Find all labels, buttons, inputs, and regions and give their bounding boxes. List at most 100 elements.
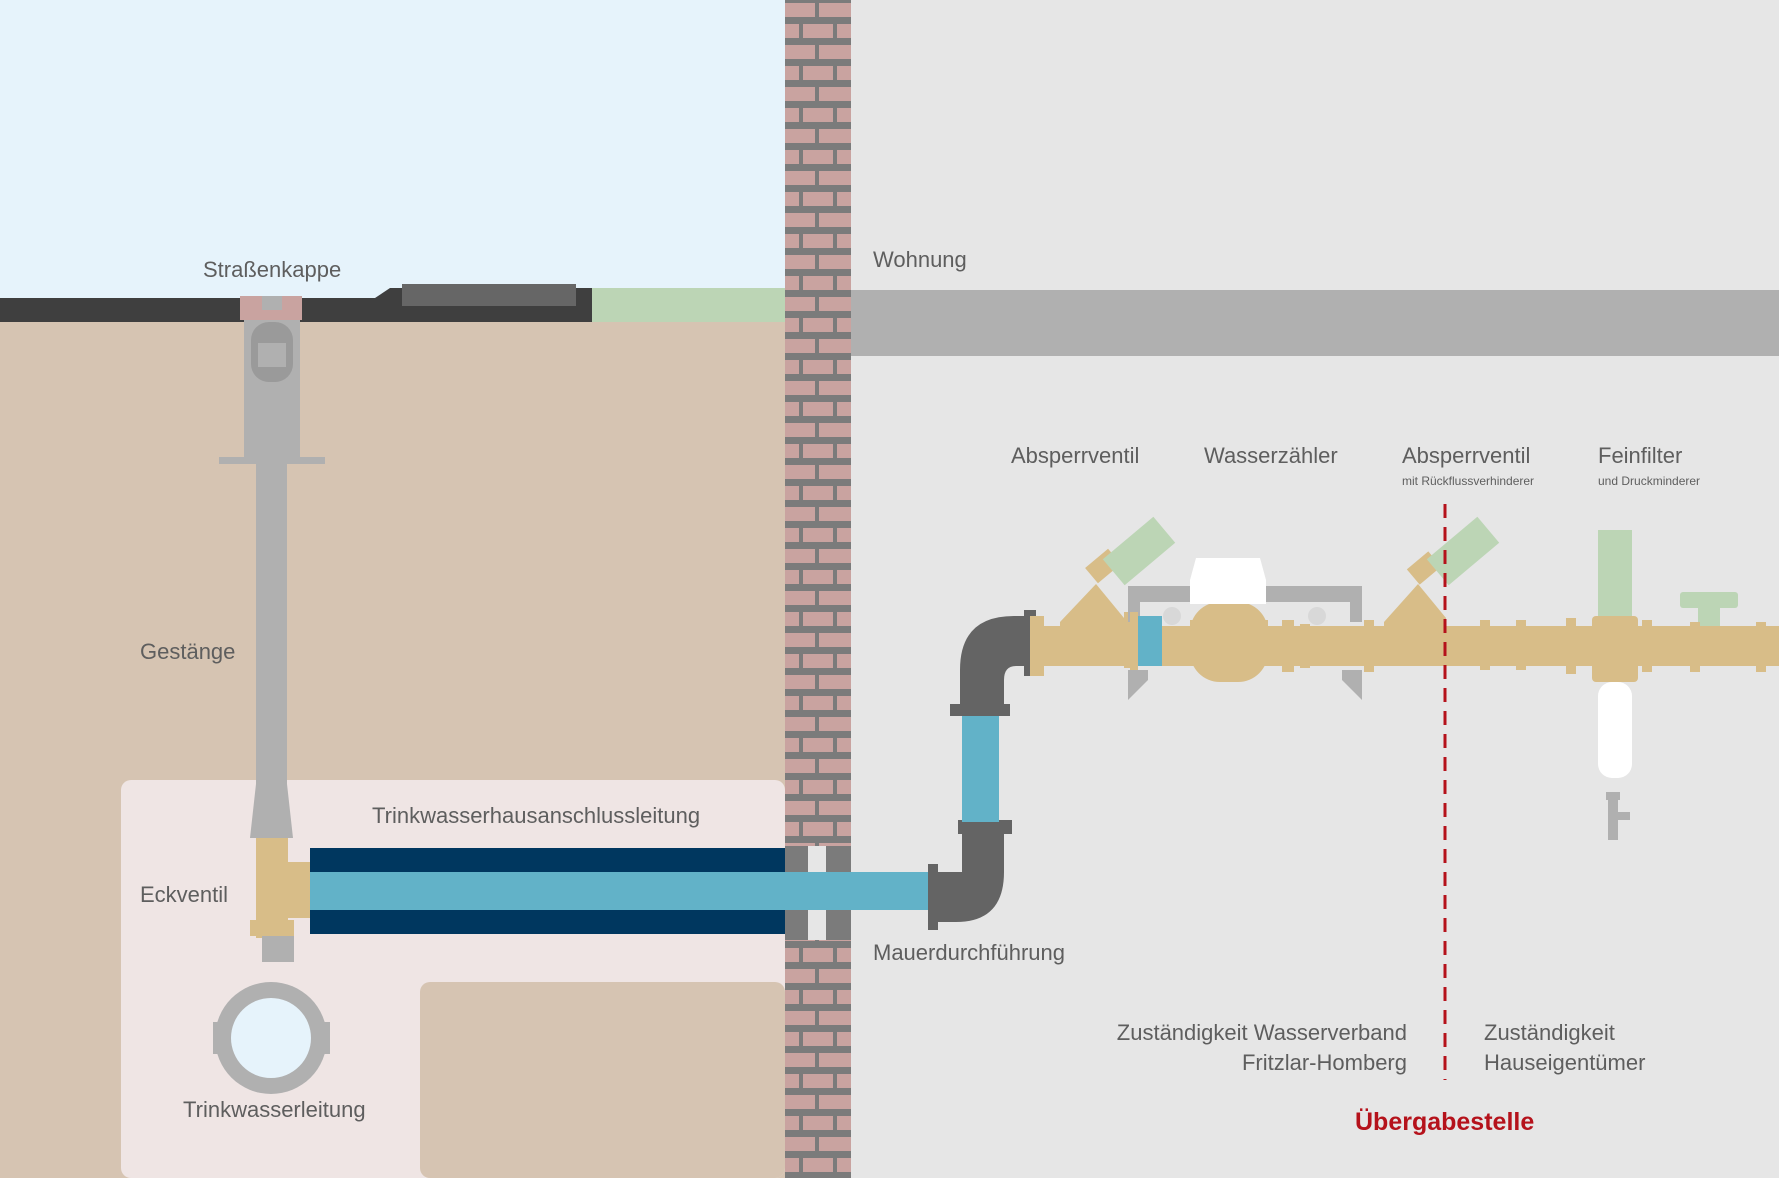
label-absperrventil-2: Absperrventil (1402, 443, 1531, 468)
brick (819, 1053, 851, 1067)
brick (837, 528, 851, 542)
brick (803, 1158, 833, 1172)
brick (837, 780, 851, 794)
brick (803, 570, 833, 584)
brick (785, 402, 799, 416)
brick (785, 213, 815, 227)
brick (785, 1137, 815, 1151)
brick (785, 1158, 799, 1172)
brick (837, 360, 851, 374)
responsibility-water-board: Zuständigkeit Wasserverband Fritzlar-Hom… (1117, 1018, 1407, 1078)
brick (819, 3, 851, 17)
brick (803, 402, 833, 416)
brick (837, 108, 851, 122)
brick (785, 360, 799, 374)
brick (819, 297, 851, 311)
handover-label: Übergabestelle (1355, 1108, 1535, 1136)
sky-area (0, 0, 785, 298)
road-slab (402, 284, 576, 306)
brick (837, 402, 851, 416)
brick (819, 87, 851, 101)
brick (785, 66, 799, 80)
brick (785, 696, 799, 710)
brick (785, 1074, 799, 1088)
brick (785, 465, 815, 479)
brick (803, 108, 833, 122)
label-gestaenge: Gestänge (140, 639, 236, 664)
label-trinkwasserleitung: Trinkwasserleitung (183, 1097, 366, 1122)
brick (785, 675, 815, 689)
brick (819, 171, 851, 185)
brick (803, 192, 833, 206)
brick (785, 570, 799, 584)
brick (785, 45, 815, 59)
brick (837, 570, 851, 584)
brick (803, 1074, 833, 1088)
label-eckventil: Eckventil (140, 882, 229, 907)
brick (837, 192, 851, 206)
brick (837, 66, 851, 80)
brick (785, 780, 799, 794)
label-wohnung: Wohnung (873, 247, 967, 272)
brick (819, 339, 851, 353)
brick (785, 486, 799, 500)
brick (819, 507, 851, 521)
brick (837, 696, 851, 710)
brick (785, 255, 815, 269)
brick (785, 1032, 799, 1046)
brick (785, 1053, 815, 1067)
responsibility-water-board-line-2: Fritzlar-Homberg (1241, 1050, 1407, 1075)
brick (837, 444, 851, 458)
brick (785, 759, 815, 773)
label-mauerdurchfuehrung: Mauerdurchführung (873, 940, 1066, 965)
brick (837, 1032, 851, 1046)
brick (803, 24, 833, 38)
brick (785, 444, 799, 458)
brick (785, 297, 815, 311)
brick (803, 780, 833, 794)
responsibility-water-board-line-1: Zuständigkeit Wasserverband (1116, 1020, 1407, 1045)
label-wasserzaehler: Wasserzähler (1204, 443, 1338, 468)
brick (785, 1011, 815, 1025)
meter-bracket (1128, 586, 1362, 700)
brick (803, 150, 833, 164)
brick (785, 507, 815, 521)
brick (803, 738, 833, 752)
brick (785, 633, 815, 647)
brick (785, 87, 815, 101)
brick (785, 549, 815, 563)
brick (837, 738, 851, 752)
brick (785, 738, 799, 752)
rod (250, 464, 293, 838)
brick (819, 213, 851, 227)
brick (785, 822, 799, 836)
responsibility-homeowner-line-1: Zuständigkeit (1484, 1020, 1615, 1045)
brick (785, 591, 815, 605)
brick (785, 234, 799, 248)
responsibility-homeowner-line-2: Hauseigentümer (1484, 1050, 1646, 1075)
brick (819, 381, 851, 395)
brick (803, 696, 833, 710)
brick (785, 423, 815, 437)
brick (785, 108, 799, 122)
brick (837, 948, 851, 962)
brick (819, 633, 851, 647)
responsibility-homeowner: Zuständigkeit Hauseigentümer (1484, 1018, 1645, 1078)
label-feinfilter: Feinfilter (1598, 443, 1683, 468)
lower-elbow (928, 820, 1012, 930)
brick (785, 381, 815, 395)
brick (837, 486, 851, 500)
brick (803, 318, 833, 332)
brick (803, 612, 833, 626)
brick (837, 150, 851, 164)
brick (819, 675, 851, 689)
brick (785, 612, 799, 626)
brick (837, 1158, 851, 1172)
brick-wall (785, 0, 851, 1178)
brick (819, 1137, 851, 1151)
brick (837, 822, 851, 836)
brick (837, 318, 851, 332)
brick (819, 717, 851, 731)
brick (819, 549, 851, 563)
brick (785, 24, 799, 38)
